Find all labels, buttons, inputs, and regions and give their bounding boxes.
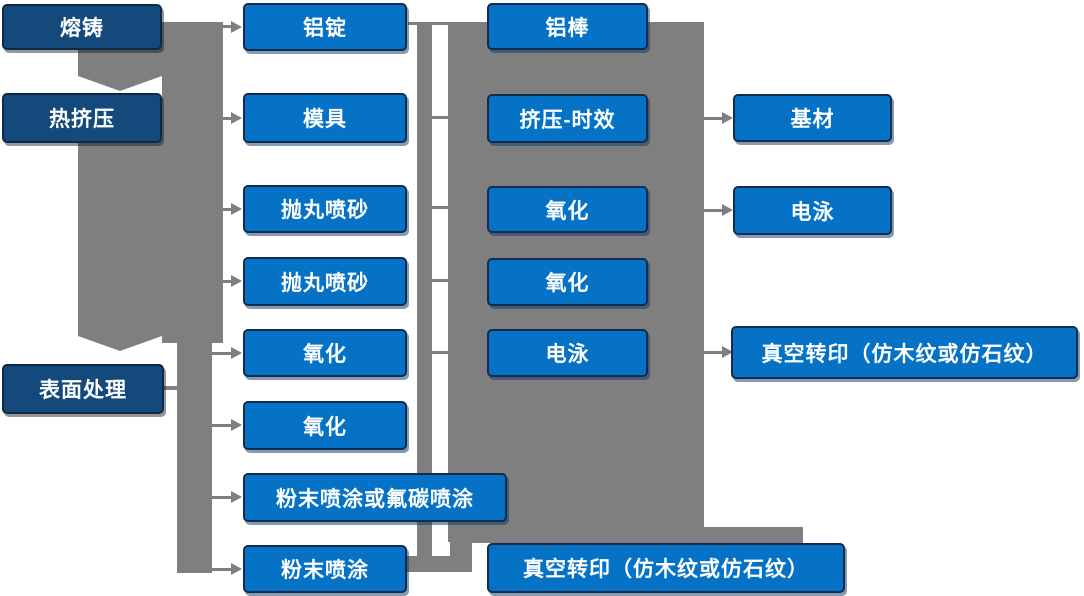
arrow-right-icon	[722, 346, 733, 358]
arrow-down-icon	[78, 76, 162, 91]
node-jiya: 挤压-时效	[487, 94, 648, 143]
connector-bottom-band	[453, 527, 803, 543]
connector-line	[210, 352, 231, 355]
node-dianyong2: 电泳	[733, 186, 892, 235]
connector-line	[210, 568, 231, 571]
arrow-right-icon	[722, 112, 733, 124]
arrow-right-icon	[231, 203, 242, 215]
node-rongzhu: 熔铸	[2, 4, 162, 50]
connector-line	[210, 424, 231, 427]
node-jicai: 基材	[733, 94, 892, 142]
node-zhenkong2: 真空转印（仿木纹或仿石纹）	[487, 543, 845, 593]
connector-line	[210, 208, 231, 211]
arrow-right-icon	[231, 563, 242, 575]
connector-line	[704, 209, 722, 212]
arrow-down-icon	[78, 336, 162, 351]
connector-line	[210, 496, 231, 499]
arrow-right-icon	[231, 419, 242, 431]
node-rejiya: 热挤压	[2, 93, 162, 143]
node-fenmo: 粉末喷涂	[243, 545, 407, 593]
connector-line	[704, 117, 722, 120]
node-lvding: 铝锭	[243, 3, 407, 51]
arrow-right-icon	[231, 112, 242, 124]
arrow-right-icon	[722, 204, 733, 216]
connector-tie	[432, 279, 448, 282]
connector-biaomian-tie	[163, 386, 177, 390]
connector-line	[210, 25, 231, 28]
connector-col1-bar-mid	[78, 140, 162, 336]
connector-tie	[432, 351, 448, 354]
node-biaomian: 表面处理	[2, 364, 164, 414]
connector-left-trunk-upper	[162, 22, 223, 343]
node-fentan: 粉末喷涂或氟碳喷涂	[243, 473, 507, 522]
connector-narrow-bar	[417, 22, 432, 572]
node-yanghua3: 氧化	[487, 186, 648, 233]
node-paowan1: 抛丸喷砂	[243, 185, 407, 233]
node-yanghua1: 氧化	[243, 329, 407, 377]
connector-left-trunk-lower	[177, 343, 212, 573]
connector-tie	[432, 206, 448, 209]
node-muju: 模具	[243, 93, 407, 143]
node-yanghua2: 氧化	[243, 401, 407, 450]
connector-line	[210, 117, 231, 120]
connector-tie	[432, 116, 448, 119]
arrow-right-icon	[231, 347, 242, 359]
node-zhenkong1: 真空转印（仿木纹或仿石纹）	[731, 326, 1078, 379]
connector-fenmo-elbow	[407, 556, 472, 572]
connector-line	[210, 280, 231, 283]
node-dianyong1: 电泳	[487, 329, 648, 377]
node-lvbang: 铝棒	[487, 3, 648, 50]
arrow-right-icon	[231, 491, 242, 503]
connector-line	[704, 351, 722, 354]
arrow-right-icon	[231, 21, 242, 33]
arrow-right-icon	[231, 275, 242, 287]
node-yanghua4: 氧化	[487, 258, 648, 306]
connector-tie	[408, 22, 448, 25]
node-paowan2: 抛丸喷砂	[243, 257, 407, 306]
